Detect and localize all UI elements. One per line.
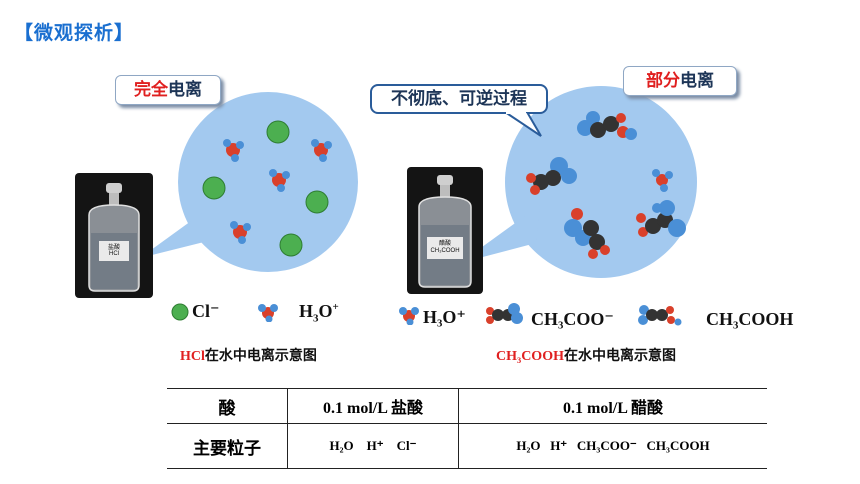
right-ionization-tag: 部分电离 — [623, 66, 737, 96]
left-particles — [202, 120, 332, 257]
acetic-acid-molecule-1 — [577, 111, 637, 140]
chloride-ion-4 — [279, 233, 303, 257]
chloride-ion-1 — [266, 120, 290, 144]
hydronium-ion-1 — [223, 139, 244, 162]
callout-pointer — [505, 112, 542, 137]
acetic-caption-text: 在水中电离示意图 — [563, 347, 676, 363]
header-hcl-conc: 0.1 mol/L — [322, 400, 391, 417]
left-tag-red-text: 完全 — [134, 80, 168, 99]
header-hcl-name: 盐酸 — [391, 400, 424, 417]
hydronium-h: H — [299, 301, 314, 321]
hcl-caption-text: 在水中电离示意图 — [204, 347, 317, 363]
acetic-particles-cell: H₂O H⁺ CH₃COO⁻ CH₃COOH — [458, 423, 767, 469]
hydronium-sub: 3 — [313, 312, 319, 325]
acetate-legend-label: CH₃COO⁻ — [531, 309, 614, 329]
hydronium-ion-3 — [269, 169, 290, 192]
acetate-ion-1 — [526, 157, 577, 195]
chloride-legend-icon — [171, 303, 189, 321]
acetic-bottle-photo: 醋酸 CH₃COOH — [407, 167, 483, 294]
hcl-bottle-label-2: HCl — [109, 251, 119, 257]
acetic-caption-red: CH₃COOH — [496, 349, 564, 364]
right-particles — [526, 111, 686, 259]
acetic-acid-molecule-2 — [636, 200, 686, 237]
hcl-bottle-photo: 盐酸 HCl — [75, 173, 153, 298]
left-ionization-tag: 完全电离 — [115, 75, 221, 105]
hcl-caption-red: HCl — [180, 349, 205, 364]
acetate-ion-2 — [564, 208, 610, 259]
right-tag-red-text: 部分 — [646, 71, 680, 90]
left-speech-pointer — [140, 200, 220, 258]
hcl-bottle-icon — [88, 183, 140, 292]
hcl-particles-cell: H₂O H⁺ Cl⁻ — [287, 423, 459, 469]
acetic-acid-legend-icon — [638, 305, 682, 326]
hydronium-sup: + — [332, 301, 339, 313]
right-tag-text: 电离 — [680, 71, 714, 90]
acetate-legend-icon — [486, 303, 523, 324]
acetic-bottle-label-2: CH₃COOH — [430, 248, 460, 254]
particle-comparison-table: 酸 0.1 mol/L 盐酸 0.1 mol/L 醋酸 主要粒子 H₂O H⁺ … — [167, 388, 767, 469]
header-acid: 酸 — [167, 388, 288, 424]
hydronium-o: O — [318, 301, 333, 321]
hydronium-ion-4 — [230, 221, 251, 244]
hydronium-legend-label-right: H₃O⁺ — [423, 307, 466, 327]
header-acetic-name: 醋酸 — [631, 400, 664, 417]
hydronium-legend-icon-right — [399, 307, 419, 325]
hydronium-legend-label: H3O+ — [299, 301, 339, 325]
acetic-acid-legend-label: CH₃COOH — [706, 309, 794, 329]
row-label-particles: 主要粒子 — [167, 423, 288, 469]
left-tag-text: 电离 — [168, 80, 202, 99]
chloride-ion-3 — [305, 190, 329, 214]
table-header-row: 酸 0.1 mol/L 盐酸 0.1 mol/L 醋酸 — [167, 388, 767, 424]
reversible-process-callout: 不彻底、可逆过程 — [370, 84, 548, 114]
chloride-ion-2 — [202, 176, 226, 200]
acetic-bottle-icon — [418, 175, 472, 288]
acetic-bottle-label-1: 醋酸 — [438, 241, 451, 247]
section-title: 【微观探析】 — [14, 23, 135, 44]
hcl-diagram-caption: HCl在水中电离示意图 — [180, 345, 317, 365]
hydronium-ion-2 — [311, 139, 332, 162]
hydronium-ion-right-1 — [652, 169, 673, 192]
header-acetic: 0.1 mol/L 醋酸 — [458, 388, 767, 424]
hydronium-legend-icon — [258, 304, 278, 322]
chloride-legend-label: Cl⁻ — [192, 301, 220, 321]
acetic-diagram-caption: CH₃COOH在水中电离示意图 — [496, 345, 676, 365]
table-row: 主要粒子 H₂O H⁺ Cl⁻ H₂O H⁺ CH₃COO⁻ CH₃COOH — [167, 423, 767, 469]
header-hcl: 0.1 mol/L 盐酸 — [287, 388, 459, 424]
hcl-bottle-label-1: 盐酸 — [107, 245, 120, 251]
header-acetic-conc: 0.1 mol/L — [562, 400, 631, 417]
